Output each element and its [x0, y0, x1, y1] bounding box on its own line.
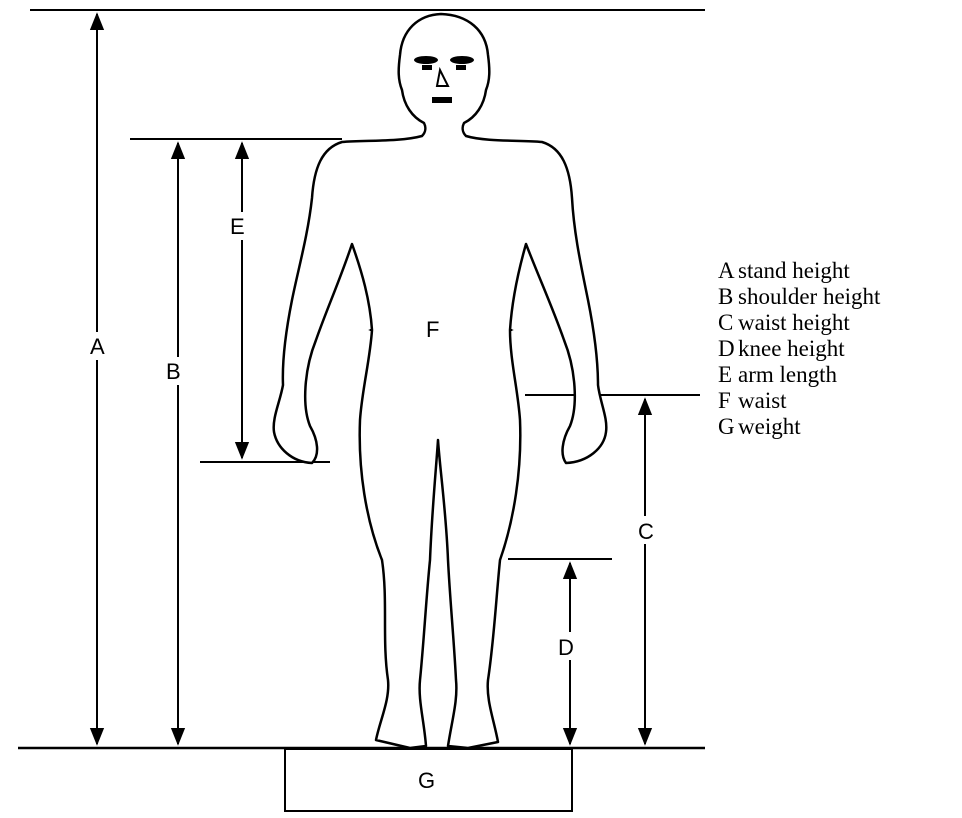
legend-key: F	[718, 388, 738, 414]
label-b: B	[166, 359, 181, 384]
label-a: A	[90, 334, 105, 359]
legend-text: weight	[738, 414, 801, 439]
legend-key: B	[718, 284, 738, 310]
legend-text: arm length	[738, 362, 837, 387]
legend-text: knee height	[738, 336, 845, 361]
legend-key: E	[718, 362, 738, 388]
legend-key: G	[718, 414, 738, 440]
label-c: C	[638, 519, 654, 544]
legend-text: shoulder height	[738, 284, 880, 309]
label-e: E	[230, 214, 245, 239]
legend-text: waist height	[738, 310, 850, 335]
legend-text: waist	[738, 388, 787, 413]
legend-text: stand height	[738, 258, 850, 283]
legend-key: C	[718, 310, 738, 336]
label-g: G	[418, 768, 435, 793]
label-d: D	[558, 635, 574, 660]
label-f: F	[426, 317, 439, 342]
legend-key: D	[718, 336, 738, 362]
legend-key: A	[718, 258, 738, 284]
